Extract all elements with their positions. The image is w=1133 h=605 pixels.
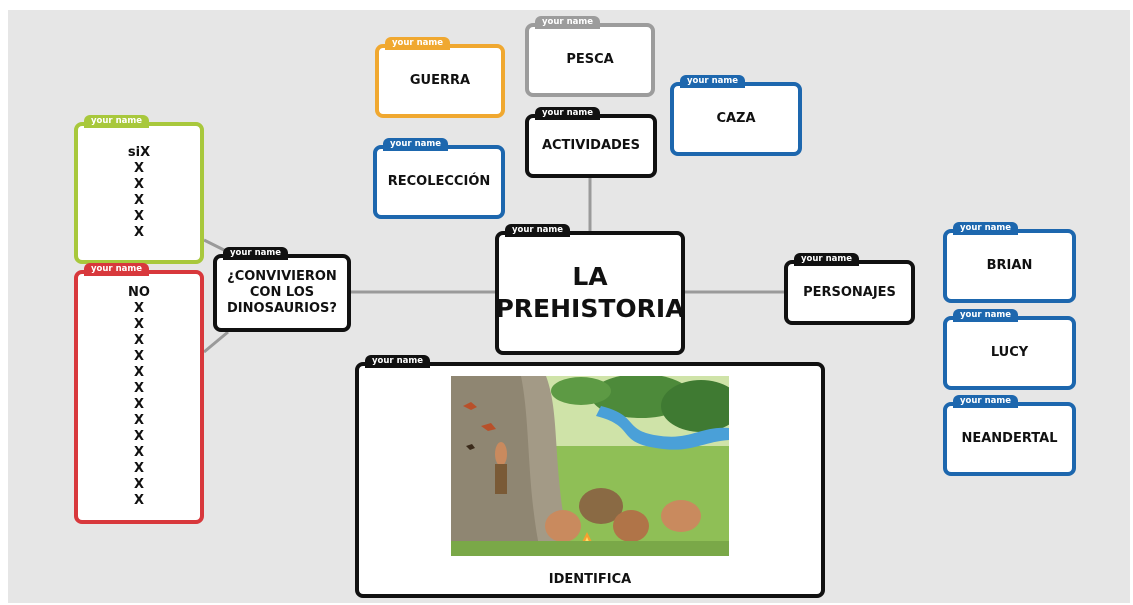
node-tag: your name (953, 222, 1018, 235)
node-pesca[interactable]: your name PESCA (525, 16, 655, 97)
center-title-line2: PREHISTORIA (495, 294, 685, 323)
no-item: X (133, 445, 145, 460)
node-label: LUCY (990, 345, 1029, 360)
node-label: BRIAN (986, 258, 1033, 273)
node-tag: your name (953, 309, 1018, 322)
node-no[interactable]: your name NO X X X X X X X X X X X X X (74, 263, 204, 524)
connector-dinosaurios-no (203, 330, 229, 354)
node-tag: your name (953, 395, 1018, 408)
node-label: ACTIVIDADES (541, 138, 641, 153)
dinosaurios-line3: DINOSAURIOS? (227, 301, 337, 316)
si-item: X (133, 209, 145, 224)
node-actividades[interactable]: your name ACTIVIDADES (525, 107, 657, 178)
node-label: NEANDERTAL (961, 431, 1058, 446)
si-item: X (133, 193, 145, 208)
node-label: IDENTIFICA (548, 572, 632, 587)
node-tag: your name (535, 107, 600, 120)
no-item: X (133, 317, 145, 332)
node-center[interactable]: your name LA PREHISTORIA (495, 224, 685, 355)
dinosaurios-line1: ¿CONVIVIERON (227, 269, 337, 284)
no-item: X (133, 365, 145, 380)
no-item: NO (128, 285, 150, 300)
no-item: X (133, 333, 145, 348)
node-tag: your name (84, 263, 149, 276)
no-item: X (133, 429, 145, 444)
no-item: X (133, 301, 145, 316)
no-item: X (133, 413, 145, 428)
no-item: X (133, 461, 145, 476)
node-tag: your name (535, 16, 600, 29)
node-tag: your name (505, 224, 570, 237)
node-label: CAZA (716, 111, 756, 126)
node-dinosaurios[interactable]: your name ¿CONVIVIERON CON LOS DINOSAURI… (213, 247, 351, 332)
node-tag: your name (223, 247, 288, 260)
node-tag: your name (365, 355, 430, 368)
node-label: PESCA (566, 52, 614, 67)
node-tag: your name (383, 138, 448, 151)
no-item: X (133, 477, 145, 492)
dinosaurios-line2: CON LOS (249, 285, 315, 300)
si-item: X (133, 177, 145, 192)
no-item: X (133, 397, 145, 412)
node-identifica[interactable]: your name IDENTIFICA (355, 355, 825, 598)
node-si[interactable]: your name siX X X X X X (74, 115, 204, 264)
center-title-line1: LA (572, 262, 608, 291)
node-label: GUERRA (409, 73, 471, 88)
node-tag: your name (680, 75, 745, 88)
no-item: X (133, 493, 145, 508)
node-guerra[interactable]: your name GUERRA (375, 37, 505, 118)
si-item: siX (127, 145, 151, 160)
node-brian[interactable]: your name BRIAN (943, 222, 1076, 303)
node-caza[interactable]: your name CAZA (670, 75, 802, 156)
node-tag: your name (794, 253, 859, 266)
node-label: RECOLECCIÓN (387, 174, 491, 189)
node-personajes[interactable]: your name PERSONAJES (784, 253, 915, 325)
node-lucy[interactable]: your name LUCY (943, 309, 1076, 390)
no-item: X (133, 381, 145, 396)
si-item: X (133, 225, 145, 240)
node-neandertal[interactable]: your name NEANDERTAL (943, 395, 1076, 476)
no-item: X (133, 349, 145, 364)
node-recoleccion[interactable]: your name RECOLECCIÓN (373, 138, 505, 219)
node-tag: your name (385, 37, 450, 50)
prehistoric-scene-image (451, 376, 729, 556)
node-label: PERSONAJES (803, 284, 896, 300)
node-tag: your name (84, 115, 149, 128)
si-item: X (133, 161, 145, 176)
